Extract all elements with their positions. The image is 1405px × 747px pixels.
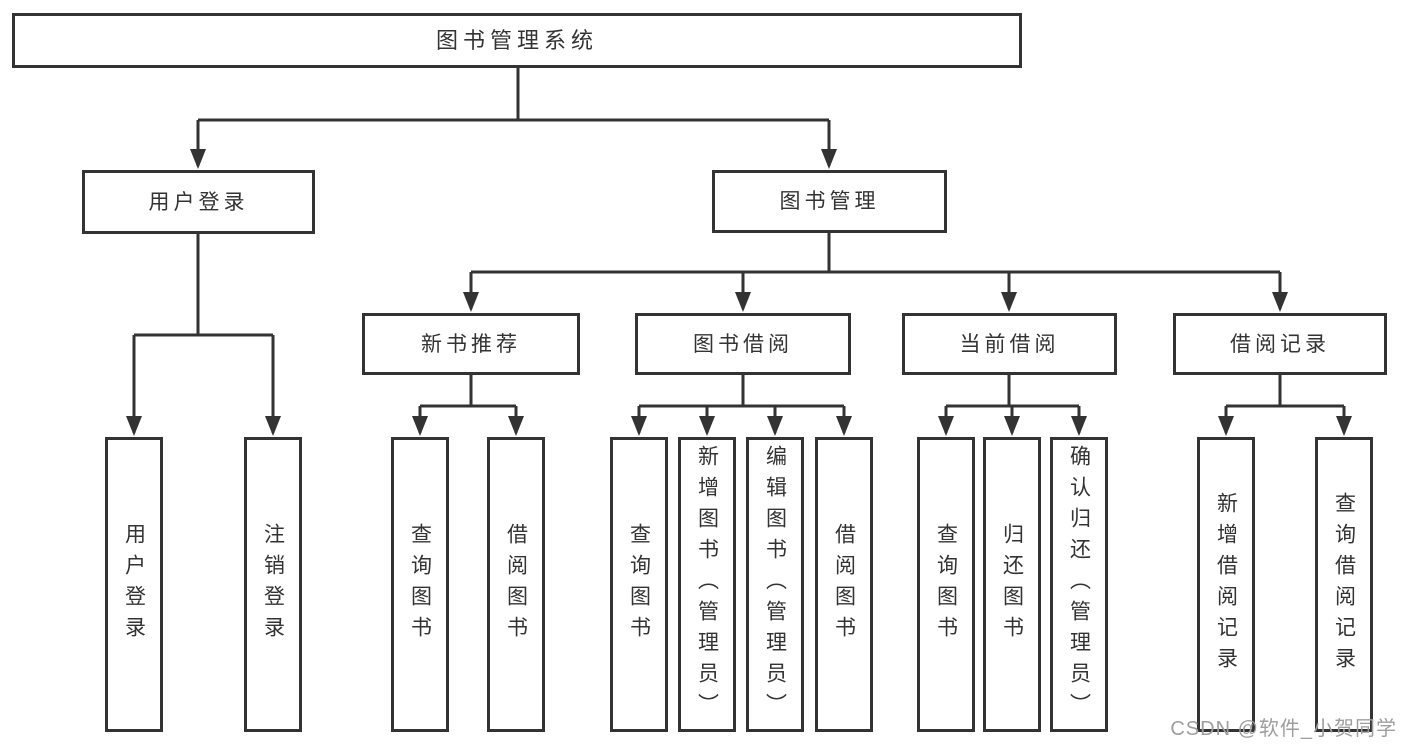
- node-library-management-system: 图书管理系统: [12, 13, 1022, 68]
- arrowhead: [126, 416, 142, 436]
- node-new-book-recommendation: 新书推荐: [362, 313, 580, 375]
- leaf-edit-books-admin: 编辑图书（管理员）: [746, 437, 804, 732]
- leaf-add-books-admin: 新增图书（管理员）: [678, 437, 736, 732]
- leaf-borrow-books: 借阅图书: [487, 437, 545, 732]
- node-label: 当前借阅: [959, 332, 1060, 356]
- arrowhead: [735, 292, 751, 312]
- arrowhead: [412, 416, 428, 436]
- leaf-logout: 注销登录: [244, 437, 302, 732]
- node-user-login: 用户登录: [82, 170, 315, 234]
- connector-user-login-to-leaves: [132, 234, 275, 433]
- leaf-confirm-return-admin: 确认归还（管理员）: [1050, 437, 1108, 732]
- arrowhead: [938, 416, 954, 436]
- node-label: 查询借阅记录: [1332, 491, 1356, 678]
- node-label: 新书推荐: [421, 332, 521, 356]
- leaf-query-books: 查询图书: [610, 437, 668, 732]
- node-label: 图书管理: [779, 190, 880, 213]
- connector-new-book-to-leaves: [418, 375, 518, 433]
- arrowhead: [631, 416, 647, 436]
- arrowhead: [190, 149, 206, 169]
- node-label: 图书管理系统: [435, 27, 598, 53]
- node-book-borrowing: 图书借阅: [635, 313, 851, 375]
- csdn-watermark: CSDN @软件_小贺同学: [1170, 718, 1397, 740]
- arrowhead: [1218, 416, 1234, 436]
- connector-book-borrow-to-leaves: [637, 375, 846, 433]
- node-label: 查询图书: [627, 522, 651, 647]
- node-label: 借阅记录: [1230, 332, 1330, 356]
- arrowhead: [1004, 416, 1020, 436]
- connector-root-to-level2: [196, 67, 831, 166]
- arrowhead: [1336, 416, 1352, 436]
- arrowhead: [1071, 416, 1087, 436]
- leaf-add-borrow-record: 新增借阅记录: [1197, 437, 1255, 732]
- node-book-management: 图书管理: [712, 170, 947, 233]
- leaf-query-books: 查询图书: [917, 437, 975, 732]
- leaf-query-borrow-record: 查询借阅记录: [1315, 437, 1373, 732]
- node-label: 查询图书: [408, 522, 432, 647]
- node-label: 确认归还（管理员）: [1067, 445, 1091, 724]
- arrowhead: [265, 416, 281, 436]
- arrowhead: [699, 416, 715, 436]
- node-label: 编辑图书（管理员）: [763, 445, 787, 724]
- node-label: 借阅图书: [832, 522, 856, 647]
- arrowhead: [821, 149, 837, 169]
- leaf-borrow-books: 借阅图书: [815, 437, 873, 732]
- leaf-query-books: 查询图书: [391, 437, 449, 732]
- arrowhead: [463, 292, 479, 312]
- arrowhead: [508, 416, 524, 436]
- node-label: 新增借阅记录: [1214, 491, 1238, 678]
- node-label: 借阅图书: [504, 522, 528, 647]
- leaf-return-books: 归还图书: [983, 437, 1041, 732]
- node-label: 注销登录: [261, 522, 285, 647]
- node-label: 新增图书（管理员）: [695, 445, 719, 724]
- node-current-borrowing: 当前借阅: [902, 313, 1117, 375]
- arrowhead: [767, 416, 783, 436]
- node-label: 归还图书: [1000, 522, 1024, 647]
- arrowhead: [836, 416, 852, 436]
- node-label: 图书借阅: [693, 332, 793, 356]
- leaf-user-login: 用户登录: [105, 437, 163, 732]
- arrowheads: [126, 149, 1352, 436]
- arrowhead: [1272, 292, 1288, 312]
- node-label: 用户登录: [148, 190, 249, 214]
- connector-book-management-to-level3: [469, 233, 1282, 309]
- node-label: 查询图书: [934, 522, 958, 647]
- arrowhead: [1001, 292, 1017, 312]
- node-borrowing-records: 借阅记录: [1173, 313, 1387, 375]
- connector-records-to-leaves: [1224, 375, 1346, 433]
- node-label: 用户登录: [122, 522, 146, 647]
